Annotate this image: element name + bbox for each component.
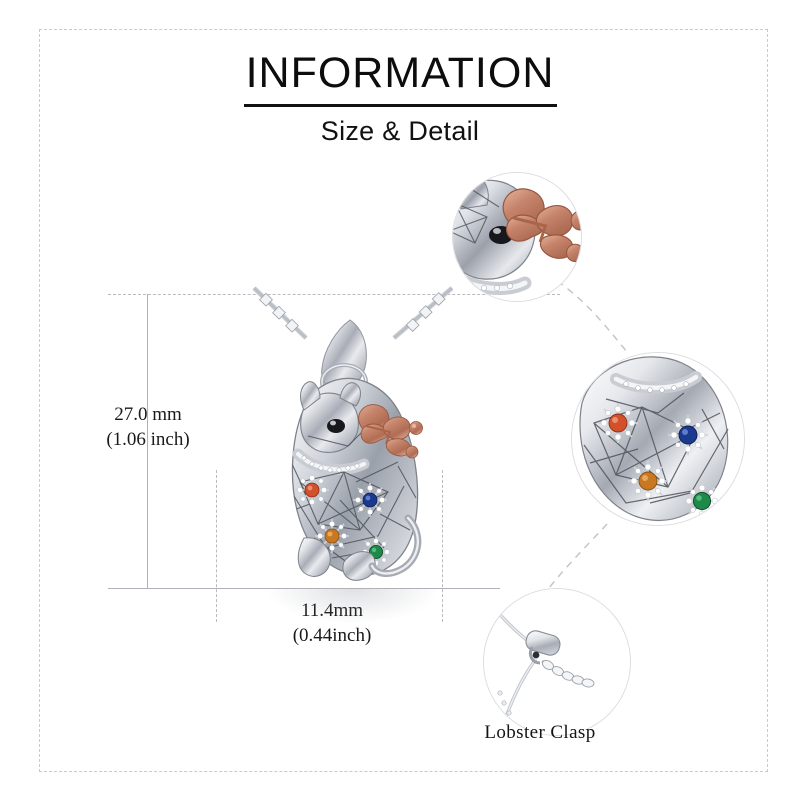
clasp-caption: Lobster Clasp xyxy=(484,722,596,743)
gemstone-group xyxy=(295,473,392,568)
title-underline xyxy=(243,104,557,107)
height-inch: (1.06 inch) xyxy=(106,429,190,451)
detail-circle-clasp xyxy=(483,588,631,736)
chain-links xyxy=(259,292,446,333)
collar xyxy=(292,448,370,475)
cat-eye xyxy=(327,419,345,433)
guide-line-width-right xyxy=(442,470,443,622)
baseline xyxy=(108,588,500,589)
width-inch: (0.44inch) xyxy=(292,625,372,647)
lobster-clasp-body xyxy=(525,630,561,665)
butterfly-accent xyxy=(358,404,423,459)
height-dimension: 27.0 mm (1.06 inch) xyxy=(78,402,218,452)
detail-gemstone-orange xyxy=(598,403,638,443)
gemstone-orange xyxy=(295,473,329,507)
width-dimension: 11.4mm (0.44inch) xyxy=(252,598,412,648)
page-title: INFORMATION xyxy=(245,49,555,97)
gemstone-amber xyxy=(315,519,349,553)
gemstone-blue xyxy=(353,483,387,517)
detail-circle-butterfly xyxy=(452,172,582,302)
paws xyxy=(297,537,376,581)
header: INFORMATION Size & Detail xyxy=(0,52,800,147)
width-mm: 11.4mm xyxy=(252,598,412,623)
pendant-reflection xyxy=(268,589,438,623)
height-mm: 27.0 mm xyxy=(114,404,182,425)
pendant-illustration xyxy=(248,286,458,596)
detail-gemstone-blue xyxy=(668,415,708,455)
filigree-web xyxy=(292,425,417,567)
guide-line-width-left xyxy=(216,470,217,622)
detail-circle-gemstones xyxy=(571,352,745,526)
dashed-frame xyxy=(39,29,768,772)
height-measure-axis xyxy=(147,294,148,589)
guide-line-top xyxy=(108,294,560,295)
detail-gemstone-amber xyxy=(628,461,668,501)
page-subtitle: Size & Detail xyxy=(320,116,480,146)
extender-links xyxy=(541,659,595,688)
cat-figure xyxy=(291,377,422,581)
